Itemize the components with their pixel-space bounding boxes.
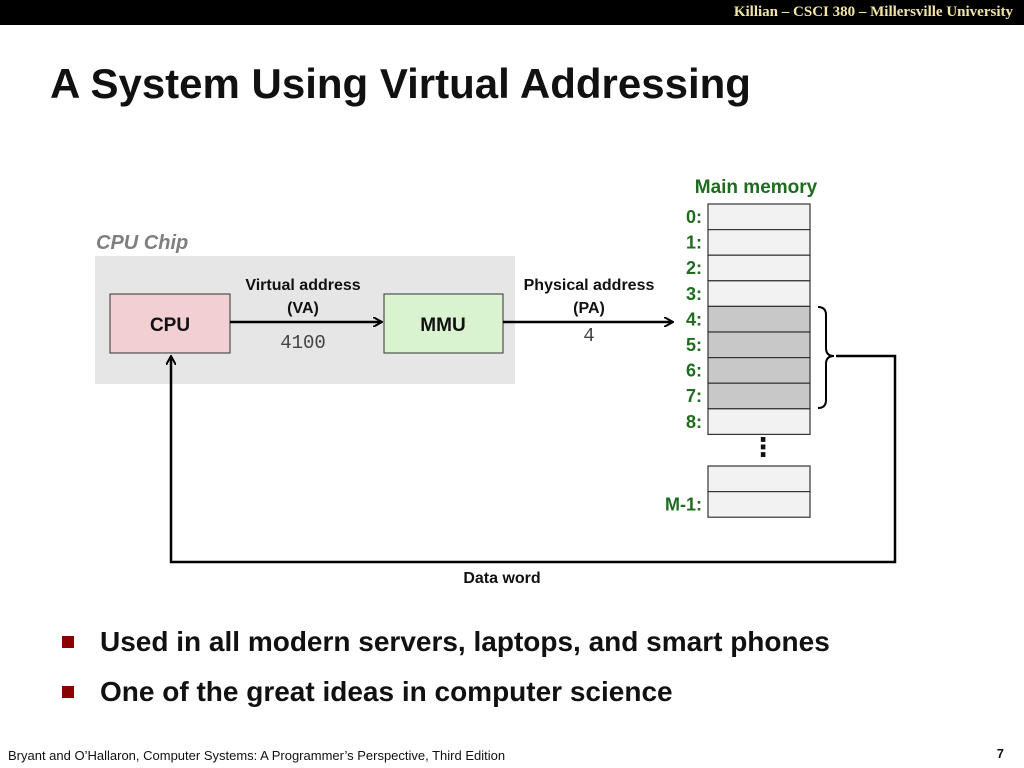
course-label: Killian – CSCI 380 – Millersville Univer… [733, 4, 1013, 20]
header-bar: Killian – CSCI 380 – Millersville Univer… [0, 0, 1024, 25]
slide-title: A System Using Virtual Addressing [50, 60, 751, 107]
memory-cell [707, 408, 811, 435]
memory-cell [707, 491, 811, 518]
bullet-list: Used in all modern servers, laptops, and… [62, 617, 830, 717]
virtual-address-value: 4100 [280, 332, 326, 354]
memory-address-label: 7: [686, 386, 702, 406]
cpu-box [109, 293, 231, 354]
memory-address-label: 4: [686, 309, 702, 329]
bullet-square-icon [62, 686, 74, 698]
mmu-box [383, 293, 504, 354]
physical-address-abbrev: (PA) [573, 300, 605, 317]
memory-address-label: M-1: [665, 495, 702, 515]
bullet-item: Used in all modern servers, laptops, and… [62, 617, 830, 667]
memory-last-rows: M-1: [665, 465, 811, 518]
main-memory-label: Main memory [695, 177, 818, 198]
cpu-chip-label: CPU Chip [96, 232, 188, 254]
memory-cell [707, 305, 811, 333]
memory-cell [707, 203, 811, 231]
mmu-label: MMU [420, 315, 465, 336]
memory-address-label: 6: [686, 361, 702, 381]
data-word-brace [817, 306, 835, 409]
cpu-label: CPU [150, 315, 190, 336]
memory-cell [707, 331, 811, 359]
memory-address-label: 1: [686, 233, 702, 253]
data-word-label: Data word [463, 570, 540, 587]
bullet-item: One of the great ideas in computer scien… [62, 667, 830, 717]
virtual-address-label: Virtual address [245, 277, 360, 294]
footer-citation: Bryant and O’Hallaron, Computer Systems:… [8, 748, 506, 763]
bullet-text: Used in all modern servers, laptops, and… [100, 626, 830, 657]
memory-ellipsis: ⋮ [750, 432, 776, 462]
memory-cell [707, 382, 811, 410]
page-number: 7 [996, 746, 1004, 761]
memory-cell [707, 254, 811, 282]
memory-rows: 0: 1: 2: 3: 4: 5: 6: 7: 8: [686, 203, 811, 435]
memory-cell [707, 229, 811, 256]
physical-address-value: 4 [583, 325, 594, 347]
memory-address-label: 2: [686, 258, 702, 278]
memory-address-label: 8: [686, 412, 702, 432]
memory-address-label: 5: [686, 335, 702, 355]
memory-address-label: 3: [686, 284, 702, 304]
bullet-square-icon [62, 636, 74, 648]
memory-cell [707, 357, 811, 384]
memory-address-label: 0: [686, 207, 702, 227]
physical-address-label: Physical address [524, 277, 655, 294]
bullet-text: One of the great ideas in computer scien… [100, 676, 673, 707]
data-word-path [171, 354, 897, 564]
memory-cell [707, 465, 811, 493]
memory-cell [707, 280, 811, 307]
virtual-address-abbrev: (VA) [287, 300, 319, 317]
